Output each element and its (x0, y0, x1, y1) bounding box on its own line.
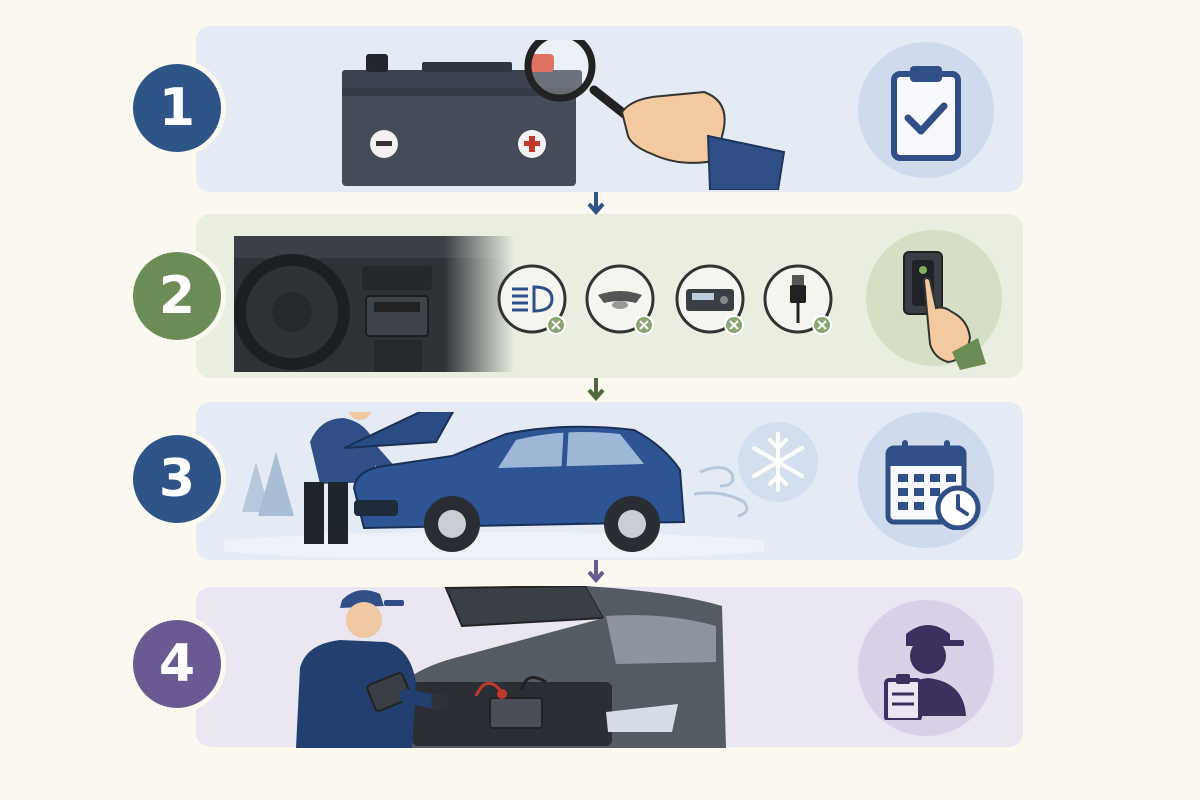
radio-icon (675, 264, 745, 335)
gray-car-icon (382, 586, 726, 748)
arrow-down-icon (587, 378, 605, 402)
interior-light-icon (585, 264, 655, 335)
mechanic-icon (884, 625, 966, 720)
hand-icon (620, 90, 786, 190)
magnifying-glass-icon (524, 40, 647, 133)
car-battery-icon (342, 54, 582, 186)
snowflake-icon (738, 422, 818, 502)
car-dashboard-illustration (234, 236, 514, 372)
step-1-number: 1 (133, 64, 221, 152)
usb-cable-icon (763, 264, 833, 335)
mechanic-person-icon (296, 590, 449, 748)
mechanic-testing-illustration (296, 586, 726, 748)
headlight-icon (497, 264, 567, 335)
step-2-number: 2 (133, 252, 221, 340)
blue-car-icon (343, 412, 686, 552)
wind-icon (693, 466, 749, 518)
pine-trees-icon (242, 452, 294, 516)
person-icon (304, 412, 399, 544)
winter-car-illustration (224, 412, 764, 558)
step-4-number: 4 (133, 620, 221, 708)
arrow-down-icon (587, 560, 605, 584)
battery-inspection-illustration (342, 40, 786, 190)
clipboard-check-icon (891, 66, 961, 161)
calendar-clock-icon (885, 440, 981, 530)
switch-press-icon (903, 251, 986, 370)
step-3-number: 3 (133, 435, 221, 523)
arrow-down-icon (587, 192, 605, 216)
